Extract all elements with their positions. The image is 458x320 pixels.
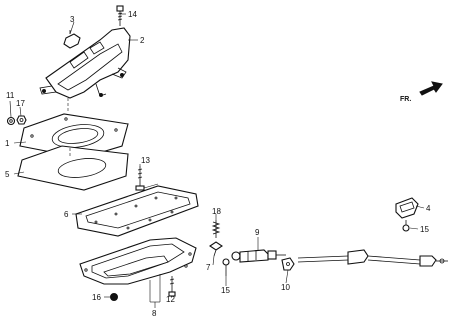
spring-pin — [211, 220, 221, 238]
cable-clip — [281, 257, 295, 271]
callout-3: 3 — [70, 15, 75, 24]
boot-plate — [19, 113, 129, 159]
callout-17: 17 — [16, 99, 25, 108]
nut-17 — [16, 115, 27, 125]
front-direction-label: FR. — [400, 96, 411, 103]
callout-15-right: 15 — [420, 225, 429, 234]
callout-11: 11 — [6, 91, 15, 100]
callout-14: 14 — [128, 10, 137, 19]
control-cable — [297, 249, 448, 267]
callout-12: 12 — [166, 295, 175, 304]
nut-16 — [110, 293, 118, 301]
callout-8: 8 — [152, 309, 157, 318]
callout-2: 2 — [140, 36, 145, 45]
washer-11 — [6, 116, 16, 126]
cable-end-assembly — [231, 249, 286, 263]
long-bolt — [135, 166, 159, 191]
callout-7: 7 — [206, 263, 211, 272]
callout-9: 9 — [255, 228, 260, 237]
bolt-top — [116, 5, 124, 26]
callout-16: 16 — [92, 293, 101, 302]
shift-lever-bracket — [39, 27, 131, 99]
lower-housing — [79, 237, 197, 285]
callout-18: 18 — [212, 207, 221, 216]
cable-bracket — [395, 197, 419, 219]
gasket — [17, 145, 129, 191]
callout-10-right: 10 — [281, 283, 290, 292]
callout-5: 5 — [5, 170, 10, 179]
callout-4: 4 — [426, 204, 431, 213]
pin-7 — [209, 241, 223, 257]
bolt-12 — [168, 276, 176, 297]
callout-13: 13 — [141, 156, 150, 165]
callout-1: 1 — [5, 139, 10, 148]
front-direction-arrow: FR. — [400, 81, 443, 103]
seal-frame — [75, 185, 199, 237]
screw-15-left — [222, 258, 230, 276]
retaining-clip — [63, 30, 81, 49]
callout-15-left: 15 — [221, 286, 230, 295]
callout-6: 6 — [64, 210, 69, 219]
screw-15-right — [402, 220, 410, 232]
